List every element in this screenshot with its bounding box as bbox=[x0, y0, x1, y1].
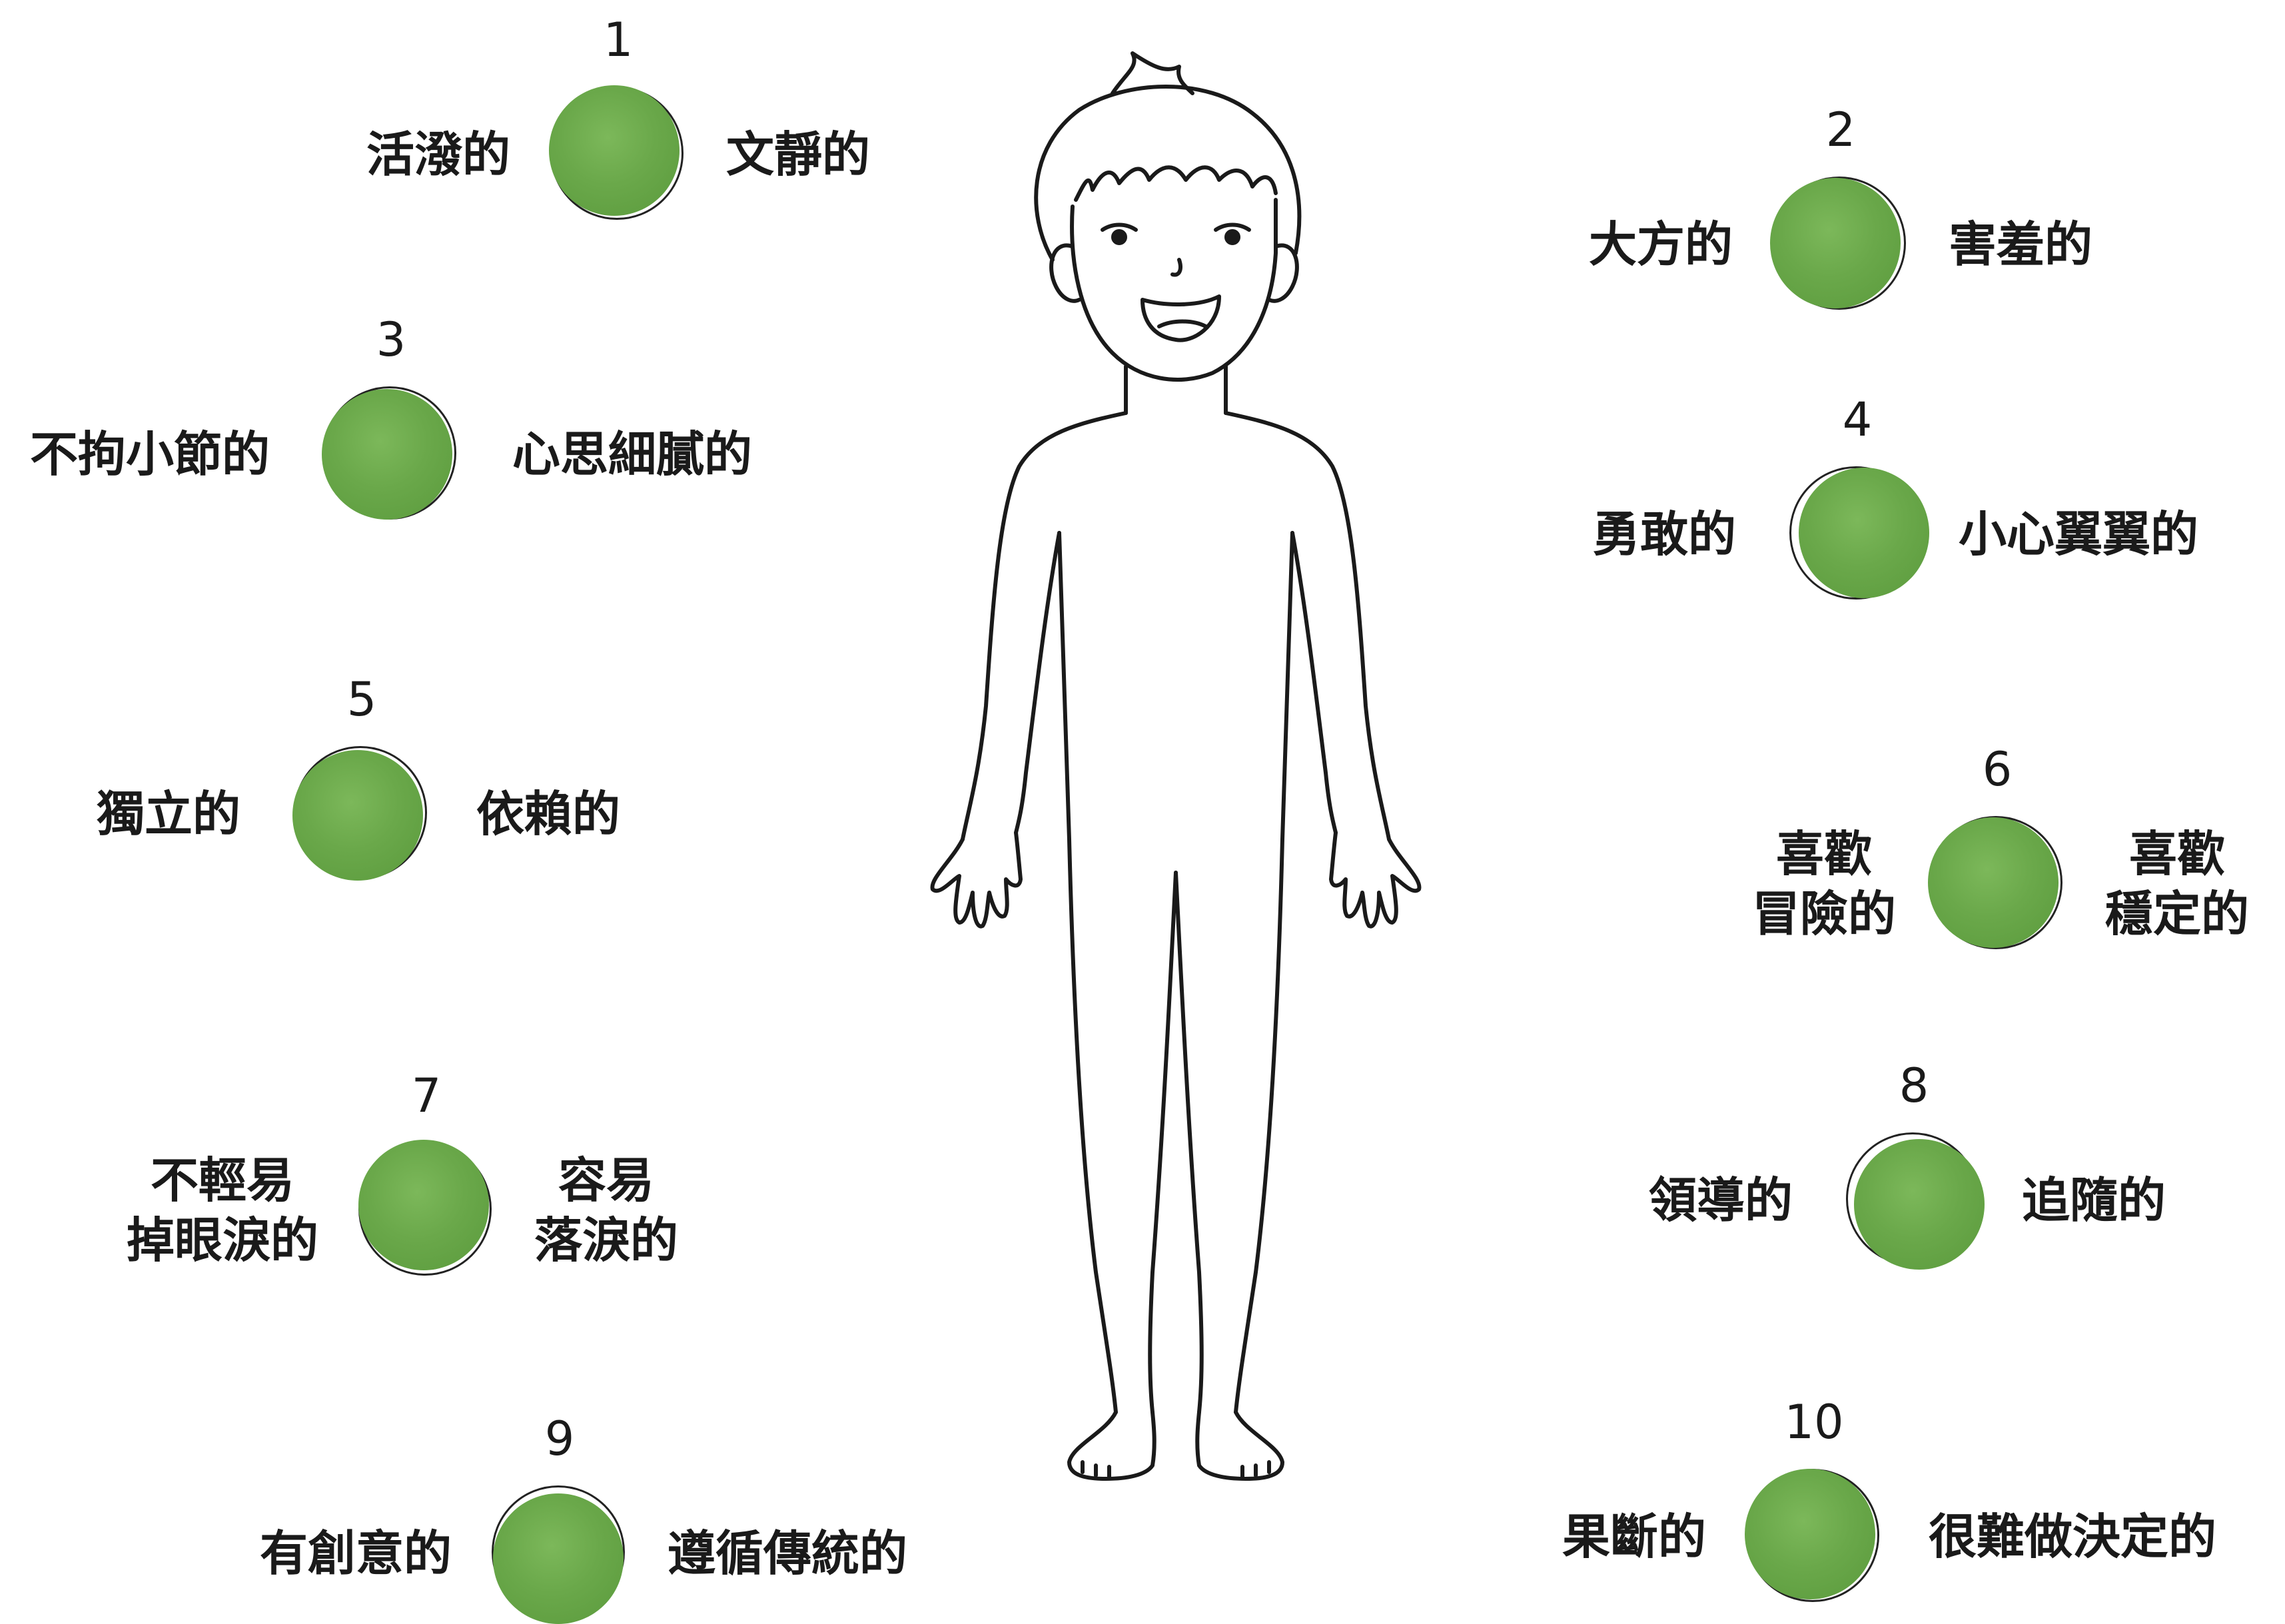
left-arm-inner bbox=[1014, 531, 1061, 835]
trait-left-label: 獨立的 bbox=[97, 786, 241, 842]
trait-number: 1 bbox=[603, 13, 634, 67]
dial-fill bbox=[358, 1140, 490, 1270]
hair-bangs bbox=[1074, 165, 1278, 202]
trait-dial[interactable]: 4 bbox=[1789, 393, 1930, 602]
dial-fill bbox=[322, 389, 453, 520]
trait-pair-8: 領導的 8 追隨的 bbox=[1649, 1059, 2166, 1270]
trait-right-label: 追隨的 bbox=[2022, 1172, 2166, 1228]
trait-left-label: 領導的 bbox=[1649, 1172, 1793, 1228]
trait-pair-3: 不拘小節的 3 心思細膩的 bbox=[30, 313, 753, 522]
left-leg-inner bbox=[1148, 871, 1178, 1414]
dial-fill bbox=[292, 750, 424, 881]
dial-fill bbox=[493, 1493, 624, 1624]
dial-fill bbox=[1770, 178, 1901, 308]
trait-left-label: 不輕易 掉眼淚的 bbox=[127, 1150, 318, 1270]
trait-left-line-1: 不輕易 bbox=[151, 1152, 295, 1208]
trait-pair-1: 活潑的 1 文靜的 bbox=[366, 13, 871, 222]
dial-fill bbox=[1799, 468, 1930, 598]
trait-dial[interactable]: 2 bbox=[1770, 103, 1909, 312]
trait-left-line-2: 冒險的 bbox=[1752, 886, 1897, 942]
trait-pair-7: 不輕易 掉眼淚的 7 容易 落淚的 bbox=[127, 1069, 678, 1278]
trait-number: 5 bbox=[346, 672, 377, 727]
trait-pair-9: 有創意的 9 遵循傳統的 bbox=[260, 1412, 908, 1624]
trait-dial[interactable]: 5 bbox=[292, 673, 430, 882]
right-arm-inner bbox=[1290, 531, 1338, 835]
left-pupil bbox=[1111, 229, 1127, 245]
dial-fill bbox=[1745, 1469, 1876, 1599]
trait-right-label: 遵循傳統的 bbox=[668, 1525, 908, 1581]
right-toes bbox=[1240, 1460, 1271, 1479]
dial-fill bbox=[1928, 817, 2059, 948]
left-foot bbox=[1067, 1410, 1156, 1481]
trait-dial[interactable]: 1 bbox=[549, 13, 686, 222]
trait-left-label: 大方的 bbox=[1589, 216, 1733, 272]
trait-pair-5: 獨立的 5 依賴的 bbox=[97, 673, 621, 882]
trait-right-label: 文靜的 bbox=[726, 127, 871, 183]
left-hand bbox=[930, 831, 1023, 929]
right-hand bbox=[1329, 831, 1422, 929]
trait-right-line-2: 穩定的 bbox=[2105, 886, 2250, 942]
face-outline bbox=[1070, 198, 1278, 382]
trait-right-label: 害羞的 bbox=[1949, 216, 2093, 272]
trait-pair-10: 果斷的 10 很難做決定的 bbox=[1562, 1396, 2217, 1605]
trait-right-label: 心思細膩的 bbox=[512, 426, 753, 482]
trait-right-label: 喜歡 穩定的 bbox=[2105, 824, 2249, 944]
trait-right-line-1: 容易 bbox=[558, 1152, 655, 1208]
left-toes bbox=[1081, 1460, 1111, 1479]
trait-right-label: 依賴的 bbox=[476, 786, 621, 842]
trait-right-label: 很難做決定的 bbox=[1929, 1509, 2217, 1565]
trait-left-label: 喜歡 冒險的 bbox=[1752, 824, 1896, 944]
trait-right-line-1: 喜歡 bbox=[2129, 826, 2226, 882]
right-foot bbox=[1195, 1410, 1284, 1481]
right-ear bbox=[1267, 243, 1299, 303]
trait-left-line-2: 掉眼淚的 bbox=[127, 1212, 319, 1268]
nose bbox=[1170, 258, 1182, 277]
hair-outline bbox=[1034, 85, 1302, 262]
trait-left-label: 不拘小節的 bbox=[30, 426, 270, 482]
hair-tuft bbox=[1111, 51, 1194, 95]
trait-dial[interactable]: 3 bbox=[322, 313, 459, 522]
trait-right-line-2: 落淚的 bbox=[534, 1212, 679, 1268]
trait-left-label: 活潑的 bbox=[366, 127, 511, 183]
trait-number: 6 bbox=[1982, 742, 2013, 797]
right-leg-outer bbox=[1234, 531, 1294, 1414]
dial-fill bbox=[549, 85, 680, 216]
left-leg-outer bbox=[1057, 531, 1118, 1414]
trait-dial[interactable]: 10 bbox=[1745, 1396, 1882, 1605]
right-eye bbox=[1214, 222, 1251, 232]
left-ear bbox=[1049, 243, 1081, 303]
trait-left-line-1: 喜歡 bbox=[1776, 826, 1873, 882]
trait-number: 10 bbox=[1784, 1395, 1844, 1449]
right-pupil bbox=[1224, 229, 1240, 245]
right-arm-outer bbox=[1224, 411, 1391, 841]
tongue bbox=[1157, 319, 1208, 328]
trait-right-label: 小心翼翼的 bbox=[1959, 506, 2199, 562]
dial-fill bbox=[1854, 1139, 1985, 1270]
trait-number: 3 bbox=[376, 312, 406, 367]
left-arm-outer bbox=[961, 411, 1128, 841]
trait-pair-6: 喜歡 冒險的 6 喜歡 穩定的 bbox=[1752, 743, 2249, 952]
trait-number: 7 bbox=[411, 1068, 442, 1123]
trait-left-label: 果斷的 bbox=[1562, 1509, 1707, 1565]
child-outline-icon bbox=[930, 51, 1422, 1481]
trait-dial[interactable]: 6 bbox=[1928, 743, 2065, 952]
left-eye bbox=[1101, 222, 1138, 232]
trait-number: 9 bbox=[544, 1412, 575, 1466]
trait-right-label: 容易 落淚的 bbox=[534, 1150, 678, 1270]
mouth bbox=[1141, 294, 1221, 342]
right-leg-inner bbox=[1174, 871, 1204, 1414]
trait-left-label: 有創意的 bbox=[260, 1525, 452, 1581]
trait-dial[interactable]: 9 bbox=[492, 1412, 628, 1624]
trait-number: 2 bbox=[1825, 103, 1856, 157]
trait-number: 8 bbox=[1899, 1058, 1929, 1113]
trait-pair-2: 大方的 2 害羞的 bbox=[1589, 103, 2093, 312]
trait-dial[interactable]: 8 bbox=[1846, 1059, 1985, 1270]
trait-number: 4 bbox=[1842, 392, 1873, 447]
trait-dial[interactable]: 7 bbox=[358, 1069, 494, 1278]
trait-pair-4: 勇敢的 4 小心翼翼的 bbox=[1592, 393, 2199, 602]
trait-left-label: 勇敢的 bbox=[1592, 506, 1737, 562]
